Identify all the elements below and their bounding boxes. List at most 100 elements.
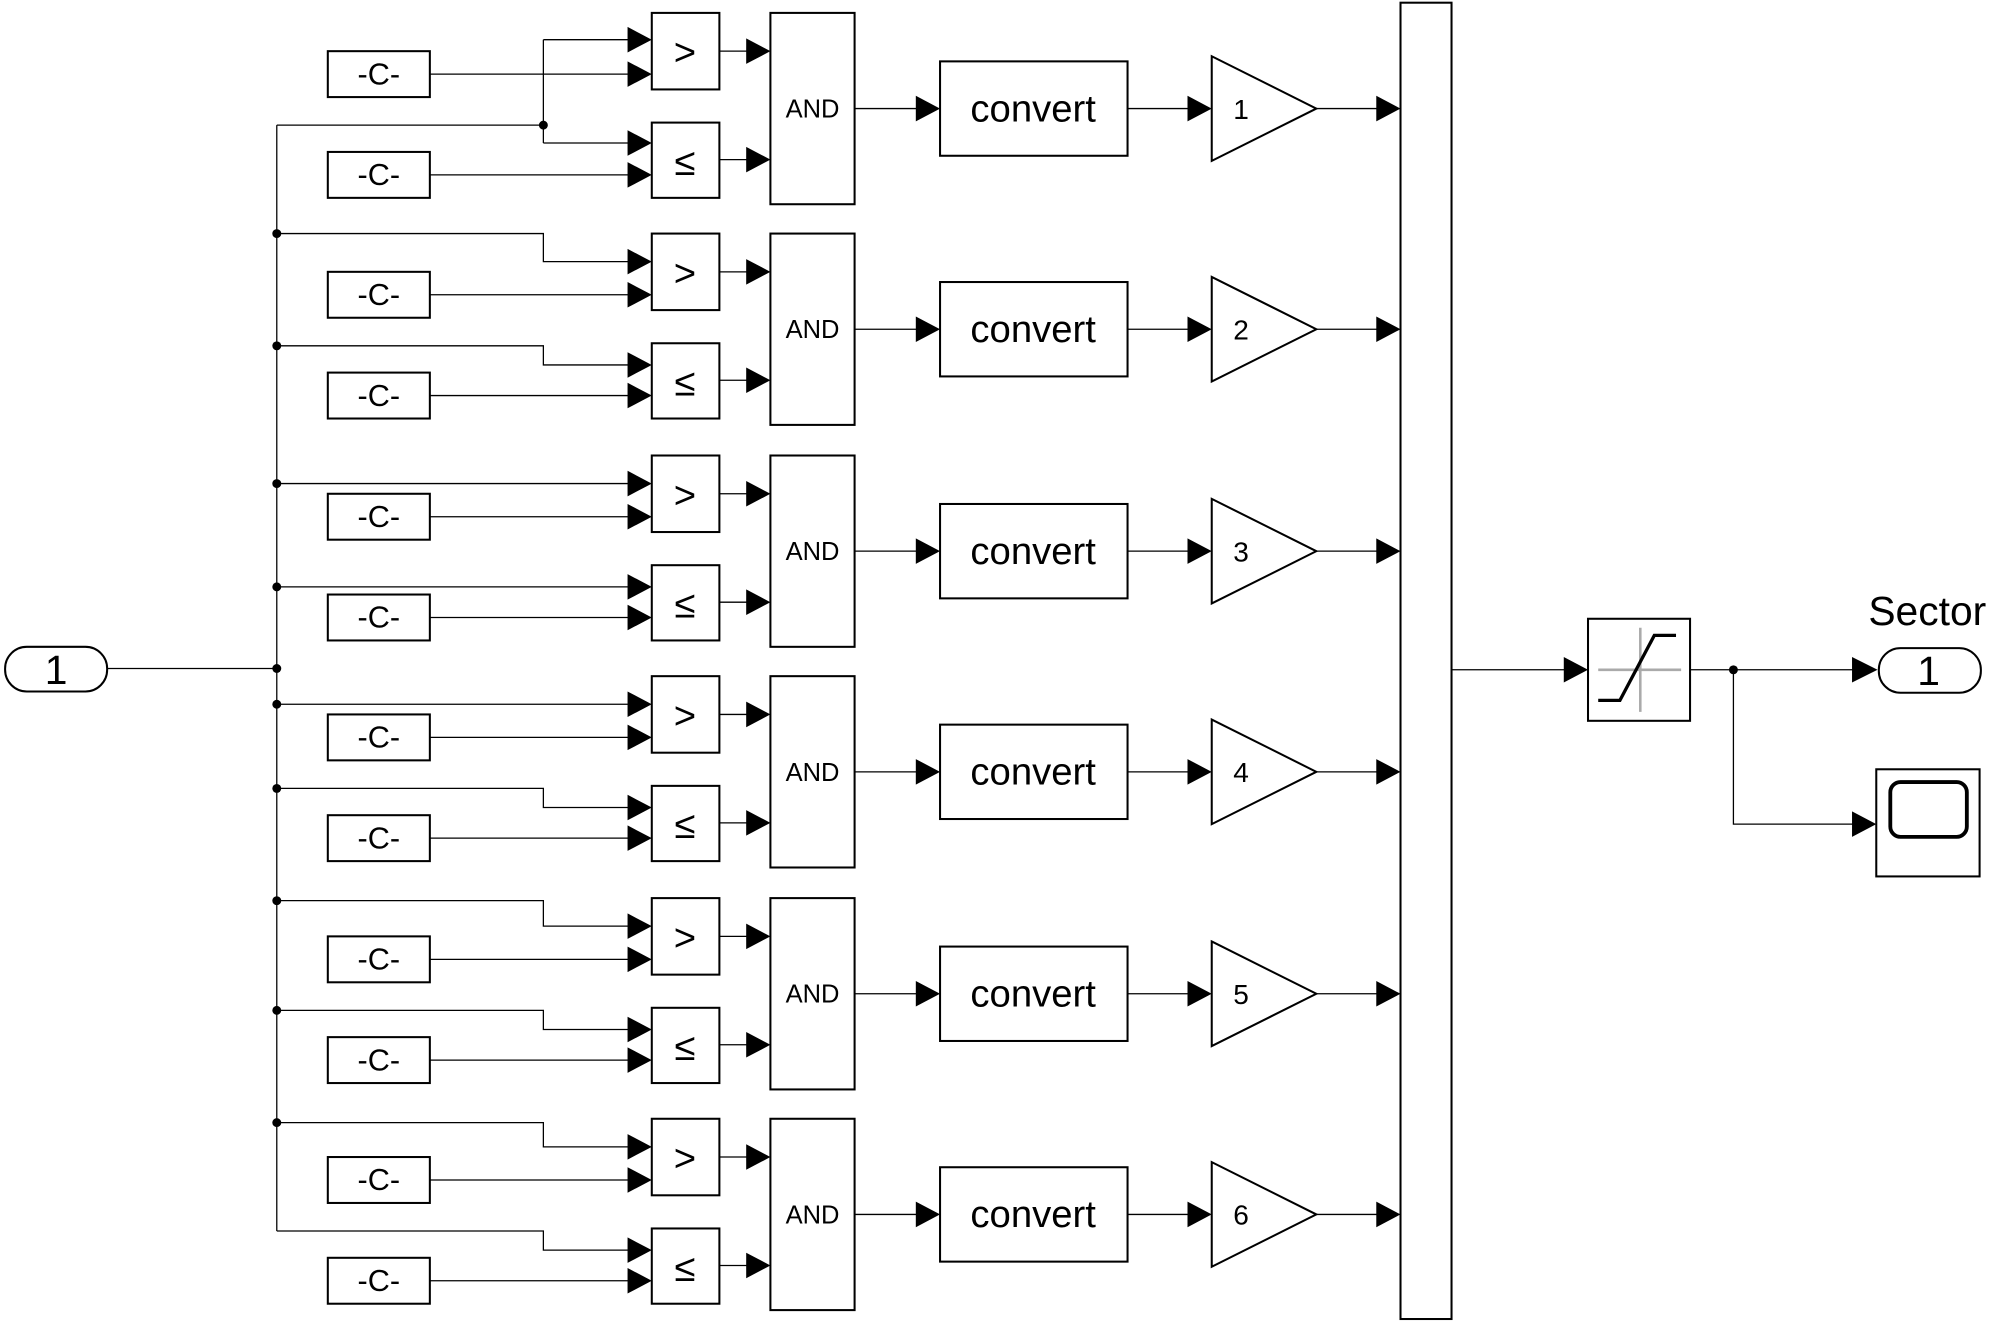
data-type-conversion-block[interactable] — [939, 1166, 1129, 1263]
gain-block[interactable] — [1210, 275, 1319, 384]
arrow-icon — [627, 1047, 652, 1073]
relational-le-block[interactable] — [650, 1227, 721, 1305]
arrow-icon — [627, 352, 652, 378]
arrow-icon — [627, 946, 652, 973]
relational-le-block[interactable] — [650, 121, 721, 199]
signal-wire — [276, 232, 638, 263]
gain-block[interactable] — [1210, 54, 1319, 163]
output-section: 1 Sector — [1451, 588, 1986, 878]
convert-label: convert — [970, 87, 1096, 130]
arrow-icon — [915, 95, 941, 122]
arrow-icon — [627, 1268, 652, 1294]
arrow-icon — [915, 759, 941, 785]
sum-block[interactable] — [1399, 1, 1453, 1321]
constant-label: -C- — [358, 278, 401, 312]
constant-block[interactable] — [326, 1156, 431, 1204]
logical-and-label: AND — [786, 316, 840, 344]
gain-block[interactable] — [1210, 717, 1319, 826]
relational-le-block[interactable] — [650, 342, 721, 420]
constant-block[interactable] — [326, 492, 431, 541]
arrow-icon — [1187, 316, 1212, 342]
constant-label: -C- — [358, 1043, 401, 1077]
constant-block[interactable] — [326, 593, 431, 642]
logical-and-label: AND — [786, 538, 840, 566]
constant-label: -C- — [358, 500, 401, 534]
arrow-icon — [627, 724, 652, 751]
gain-label: 1 — [1233, 94, 1249, 125]
outport-block[interactable] — [1877, 647, 1982, 694]
gain-label: 6 — [1233, 1200, 1249, 1231]
data-type-conversion-block[interactable] — [939, 281, 1129, 378]
constant-block[interactable] — [326, 814, 431, 863]
arrow-icon — [1187, 1201, 1212, 1228]
data-type-conversion-block[interactable] — [939, 502, 1129, 600]
constant-label: -C- — [358, 721, 401, 755]
relational-le-label: ≤ — [674, 1026, 695, 1069]
logical-and-block[interactable] — [769, 454, 856, 648]
arrow-icon — [746, 146, 771, 173]
relational-le-label: ≤ — [674, 141, 695, 184]
relational-le-label: ≤ — [674, 583, 695, 626]
inport-label: 1 — [45, 647, 68, 693]
gain-block[interactable] — [1210, 1160, 1319, 1269]
rows-layer: -C--C->≤ANDconvert1+-C--C->≤ANDconvert2+… — [272, 11, 1428, 1312]
arrow-icon — [627, 1016, 652, 1043]
logical-and-block[interactable] — [769, 232, 856, 426]
constant-block[interactable] — [326, 713, 431, 762]
arrow-icon — [746, 38, 771, 64]
arrow-icon — [1376, 759, 1401, 785]
relational-gt-label: > — [674, 916, 696, 959]
signal-wire — [276, 1009, 638, 1031]
convert-label: convert — [970, 1193, 1096, 1236]
arrow-icon — [1376, 981, 1401, 1007]
constant-label: -C- — [358, 1264, 401, 1298]
gain-label: 3 — [1233, 536, 1249, 567]
relational-gt-label: > — [674, 31, 696, 74]
outport-label: 1 — [1917, 648, 1940, 694]
arrow-icon — [627, 503, 652, 530]
logical-and-block[interactable] — [769, 1117, 856, 1312]
scope-icon — [1888, 780, 1969, 839]
arrow-icon — [915, 316, 941, 342]
gain-block[interactable] — [1210, 939, 1319, 1048]
gain-block[interactable] — [1210, 497, 1319, 606]
gain-label: 4 — [1233, 757, 1249, 788]
logical-and-block[interactable] — [769, 897, 856, 1091]
constant-block[interactable] — [326, 150, 431, 199]
arrow-icon — [1187, 981, 1212, 1007]
convert-label: convert — [970, 973, 1096, 1016]
arrow-icon — [627, 470, 652, 497]
relational-gt-label: > — [674, 474, 696, 517]
arrow-icon — [627, 130, 652, 156]
gain-label: 2 — [1233, 314, 1249, 345]
relational-gt-block[interactable] — [650, 1117, 721, 1197]
arrow-icon — [746, 481, 771, 507]
saturation-block[interactable] — [1586, 617, 1692, 722]
relational-gt-block[interactable] — [650, 675, 721, 754]
data-type-conversion-block[interactable] — [939, 60, 1129, 157]
scope-block[interactable] — [1875, 768, 1981, 878]
arrow-icon — [746, 1252, 771, 1279]
arrow-icon — [1852, 811, 1877, 837]
data-type-conversion-block[interactable] — [939, 723, 1129, 821]
arrow-icon — [746, 810, 771, 836]
logical-and-block[interactable] — [769, 675, 856, 869]
constant-block[interactable] — [326, 50, 431, 99]
logical-and-label: AND — [786, 95, 840, 123]
logical-and-label: AND — [786, 981, 840, 1009]
data-type-conversion-block[interactable] — [939, 945, 1129, 1042]
relational-le-block[interactable] — [650, 784, 721, 863]
arrow-icon — [1376, 538, 1401, 564]
arrow-icon — [627, 1167, 652, 1193]
arrow-icon — [627, 825, 652, 851]
arrow-icon — [746, 589, 771, 615]
arrow-icon — [627, 574, 652, 600]
constant-block[interactable] — [326, 935, 431, 984]
arrow-icon — [627, 282, 652, 308]
